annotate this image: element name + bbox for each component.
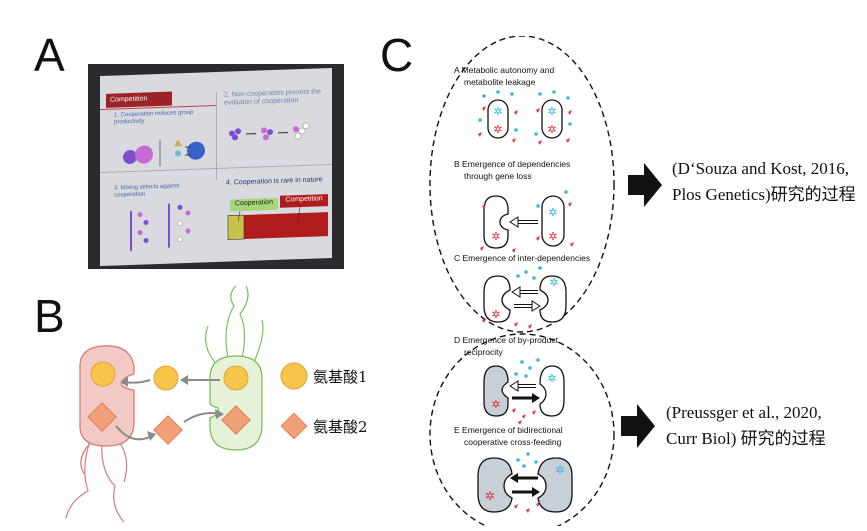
amino1-label: 氨基酸1	[313, 368, 368, 386]
arrow-right-icon	[628, 163, 662, 207]
slide-photo: Competition 1. Cooperation reduces group…	[88, 64, 344, 269]
citation-bottom: (Preussger et al., 2020, Curr Biol) 研究的过…	[666, 400, 826, 452]
amino2-legend	[280, 412, 308, 440]
stage-e-line2: cooperative cross-feeding	[464, 437, 562, 447]
stage-c-cell-right	[539, 275, 567, 323]
svg-text:✲: ✲	[493, 124, 502, 136]
amino1-in-red	[90, 361, 116, 387]
stage-d-line2: reciprocity	[464, 347, 503, 357]
green-cell-flagellum	[225, 286, 237, 359]
amino2-transit	[153, 415, 183, 445]
stage-a-cell-left	[487, 99, 509, 139]
svg-text:✲: ✲	[549, 277, 558, 289]
stage-a-label: A Metabolic autonomy and metabolite leak…	[454, 64, 554, 88]
panel-letter-a: A	[34, 29, 65, 81]
stage-c-cell-left	[483, 275, 511, 323]
green-cell	[209, 355, 263, 451]
svg-text:✲: ✲	[547, 373, 556, 385]
amino1-legend	[280, 362, 308, 390]
amino1-transit	[153, 365, 179, 391]
amino1-in-green	[223, 365, 249, 391]
stage-e-label: E Emergence of bidirectional cooperative…	[454, 424, 563, 448]
svg-text:✲: ✲	[491, 399, 500, 411]
bottom-dashed-ellipse	[429, 333, 615, 526]
amino2-in-red	[87, 402, 117, 432]
svg-text:✲: ✲	[491, 231, 500, 243]
svg-text:✲: ✲	[547, 106, 556, 118]
stage-d-line1: D Emergence of by-product	[454, 335, 558, 345]
panel-letter-c: C	[380, 29, 414, 81]
panel-b-diagram	[65, 286, 308, 523]
panel-letter-b: B	[34, 290, 65, 342]
stage-d-cell-left	[483, 365, 509, 417]
citation-top-line2: Plos Genetics)研究的过程	[672, 185, 856, 204]
citation-bottom-line2: Curr Biol) 研究的过程	[666, 429, 826, 448]
stage-b-line2: through gene loss	[464, 171, 532, 181]
panel-c-diagram: ✲ ✲ ✲ ✲ ✲ ✲ ✲ ✲ ✲ ✲ ✲ ✲ ✲	[429, 36, 615, 526]
stage-a-line1: A Metabolic autonomy and	[454, 65, 555, 75]
stage-c-label: C Emergence of inter-dependencies	[454, 253, 591, 263]
stage-d-cell-right	[539, 365, 565, 417]
stage-b-cell-left	[483, 195, 509, 249]
svg-text:✲: ✲	[493, 106, 502, 118]
svg-text:✲: ✲	[485, 489, 495, 503]
svg-text:✲: ✲	[548, 231, 557, 243]
stage-a-cell-right	[541, 99, 563, 139]
citation-bottom-line1: (Preussger et al., 2020,	[666, 403, 822, 422]
svg-text:✲: ✲	[555, 463, 565, 477]
stage-a-line2: metabolite leakage	[464, 77, 536, 87]
stage-e-cell-left	[477, 457, 513, 513]
svg-text:✲: ✲	[548, 207, 557, 219]
citation-top: (D‘Souza and Kost, 2016, Plos Genetics)研…	[672, 156, 856, 208]
amino2-in-green	[221, 405, 251, 435]
stage-e-cell-right	[537, 457, 573, 513]
stage-d-label: D Emergence of by-product reciprocity	[454, 334, 558, 358]
slide-illustrations	[123, 122, 328, 252]
red-cell	[79, 345, 135, 447]
stage-b-label: B Emergence of dependencies through gene…	[454, 158, 570, 182]
slide-content: Competition 1. Cooperation reduces group…	[100, 67, 332, 267]
stage-b-line1: B Emergence of dependencies	[454, 159, 571, 169]
red-cell-flagellum	[65, 435, 93, 519]
svg-text:✲: ✲	[491, 309, 500, 321]
stage-e-line1: E Emergence of bidirectional	[454, 425, 563, 435]
stage-b-cell-right	[541, 195, 565, 247]
amino2-label: 氨基酸2	[313, 418, 368, 436]
citation-top-line1: (D‘Souza and Kost, 2016,	[672, 159, 850, 178]
top-dashed-ellipse	[429, 36, 615, 333]
svg-text:✲: ✲	[547, 124, 556, 136]
arrow-right-icon	[621, 404, 655, 448]
